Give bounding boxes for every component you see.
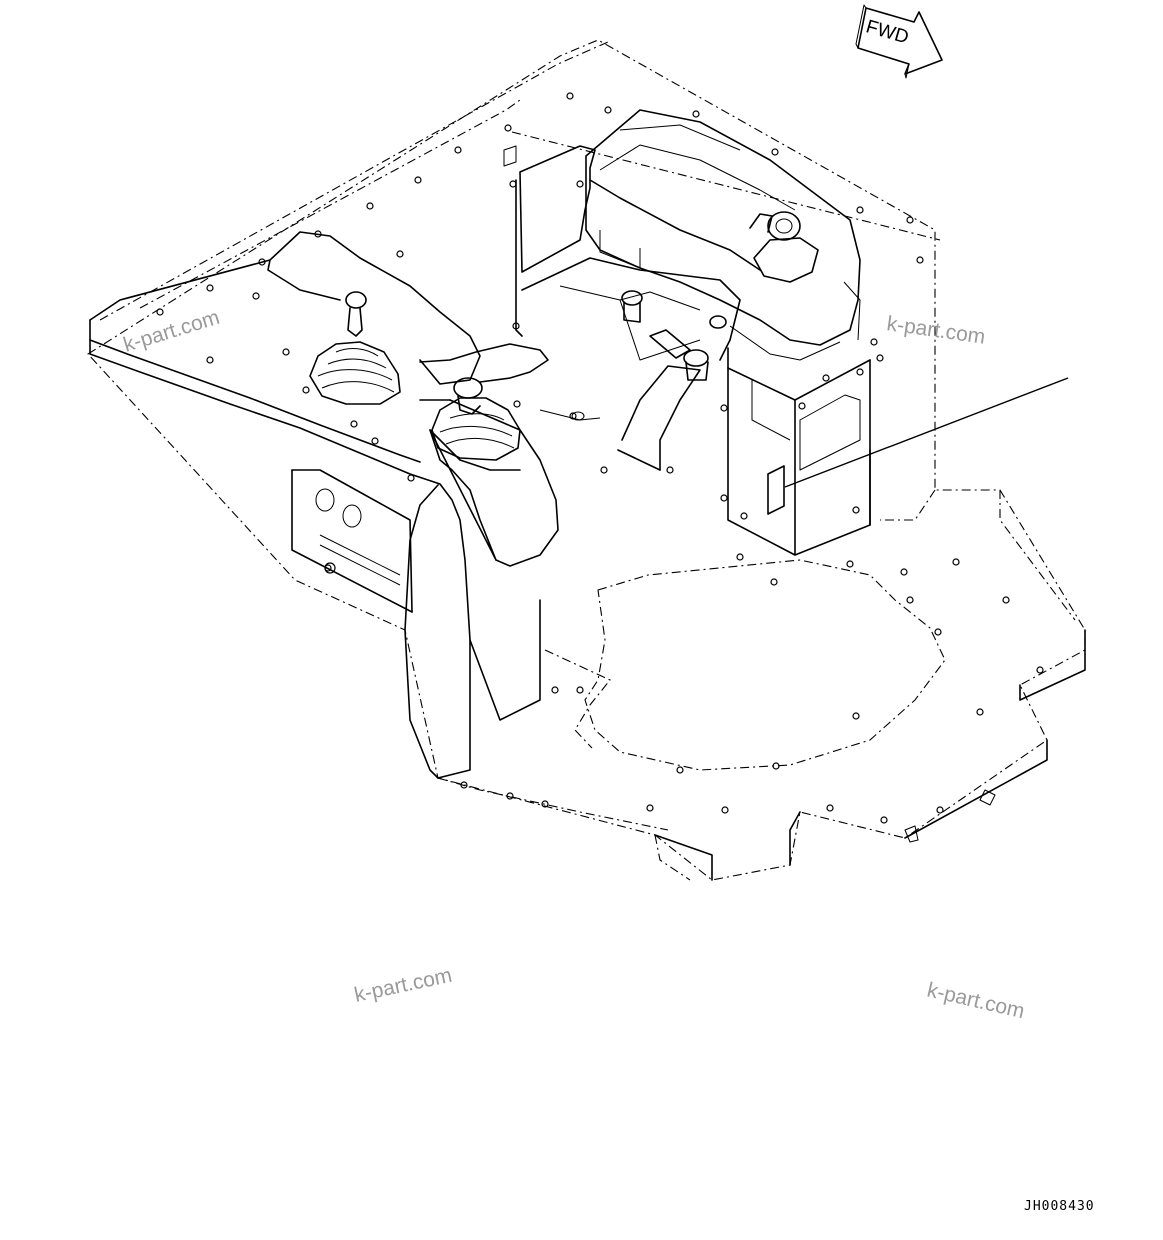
hose-assembly [539, 281, 861, 471]
right-console [419, 343, 559, 567]
right-joystick [431, 377, 521, 461]
fwd-label: FWD [864, 16, 911, 48]
drawing-code: JH008430 [1024, 1199, 1095, 1214]
watermark: k-part.com [885, 312, 986, 349]
left-joystick [309, 291, 401, 405]
watermark: k-part.com [352, 964, 454, 1007]
mounting-holes [156, 92, 1044, 824]
watermark: k-part.com [121, 306, 223, 357]
fwd-arrow-badge: FWD [855, 4, 943, 79]
watermark: k-part.com [925, 978, 1027, 1023]
console-housing [503, 145, 871, 556]
callout-leader-line [784, 377, 1069, 488]
floor-plate [654, 629, 1086, 881]
left-console [89, 231, 541, 779]
label-plate [767, 465, 785, 515]
rotary-knob [749, 211, 819, 283]
